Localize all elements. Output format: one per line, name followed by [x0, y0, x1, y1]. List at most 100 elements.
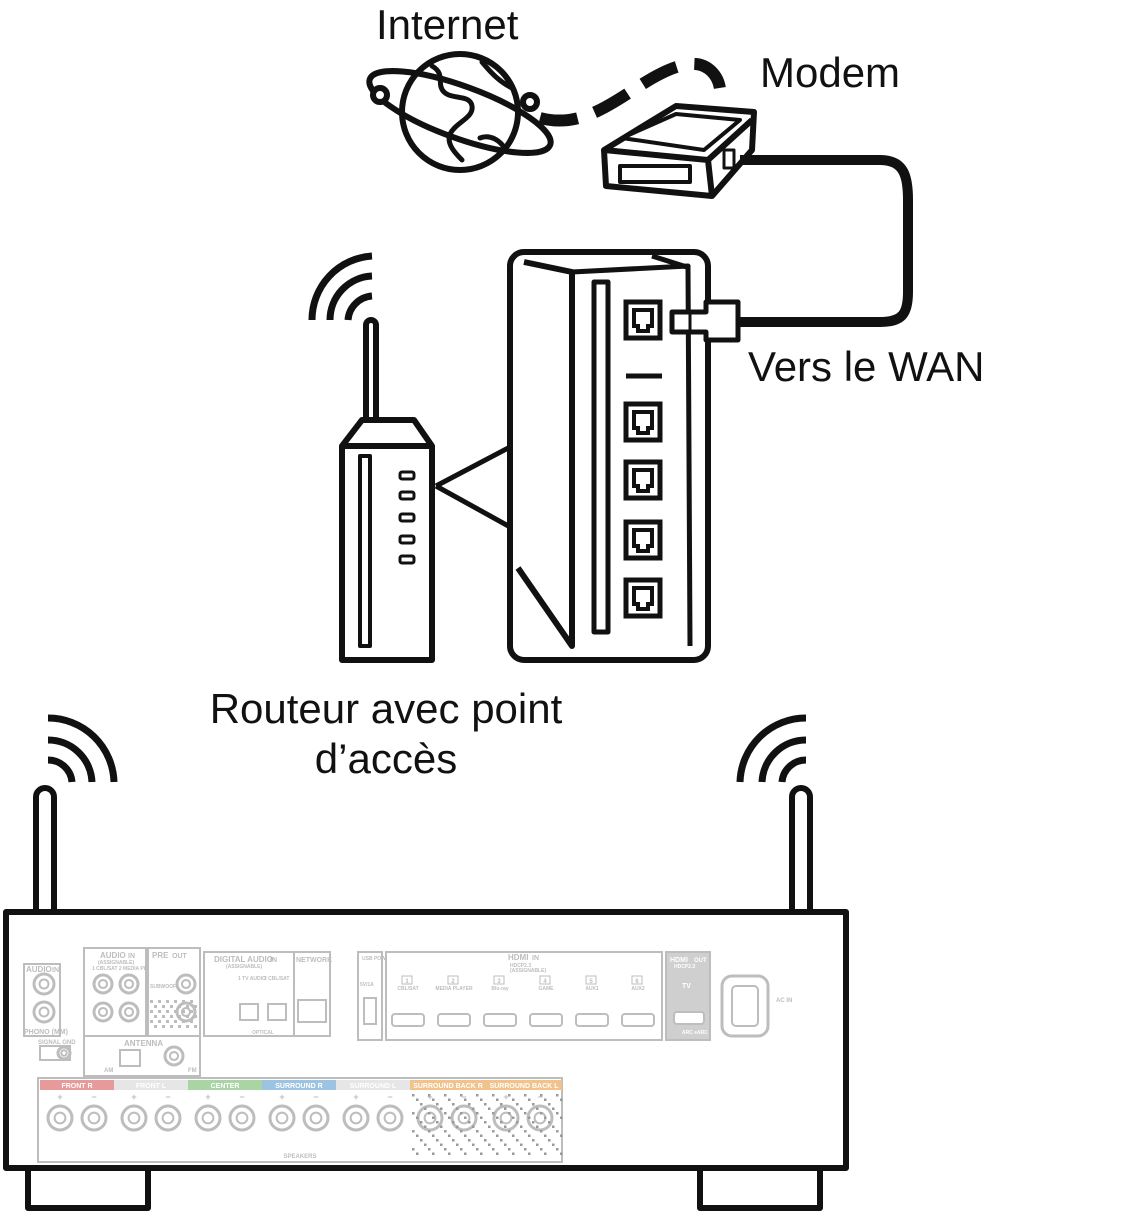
network-port	[297, 999, 327, 1023]
router-wifi-icon	[308, 252, 373, 321]
status-led	[398, 534, 416, 545]
speaker-group-label: FRONT R	[61, 1083, 92, 1090]
fm-jack	[163, 1045, 185, 1067]
usb-rating: 5V/1A	[360, 982, 374, 988]
hdmi-assignable: (ASSIGNABLE)	[510, 968, 546, 974]
speaker-group-label: SURROUND L	[350, 1083, 397, 1090]
hdmi-in-block	[385, 951, 663, 1041]
lan-port-icon	[623, 401, 663, 443]
hdcp-out-label: HDCP2.3	[674, 964, 695, 970]
minus-sign: −	[239, 1092, 244, 1102]
network-label: NETWORK	[296, 957, 332, 964]
network-block	[293, 951, 331, 1037]
hdmi-input-number-badge	[401, 975, 413, 985]
hdmi-input-number: 6	[635, 979, 639, 985]
plus-sign: +	[205, 1092, 210, 1102]
antenna-label: ANTENNA	[124, 1039, 163, 1048]
hdmi-input-port	[529, 1013, 563, 1027]
hdmi-out-label: HDMI	[670, 957, 688, 964]
audio-in-badge: IN	[128, 953, 135, 960]
hdmi-in-label: HDMI	[508, 953, 528, 962]
hdmi-input-port	[621, 1013, 655, 1027]
speaker-group-header	[486, 1080, 562, 1090]
pre-out-pattern	[150, 1000, 197, 1028]
audio-in-block	[83, 947, 147, 1037]
speaker-group-label: SURROUND BACK L	[490, 1083, 560, 1090]
audio-in-left-badge: IN	[52, 967, 59, 974]
audio1-l-jack	[92, 973, 114, 995]
speaker-group-header	[410, 1080, 486, 1090]
phono-l-jack	[32, 972, 56, 996]
speaker-group-header	[188, 1080, 262, 1090]
hdmi-input-label: Blu-ray	[491, 986, 508, 992]
speaker-terminal-minus	[154, 1104, 182, 1132]
speaker-terminal-plus	[120, 1104, 148, 1132]
arc-label: ARC eARC	[682, 1030, 708, 1036]
speaker-terminal-plus	[492, 1104, 520, 1132]
plus-sign: +	[353, 1092, 358, 1102]
audio2-l-jack	[118, 973, 140, 995]
hdmi-input-number: 3	[497, 979, 501, 985]
hdmi-out-port	[673, 1011, 705, 1025]
wan-port-icon	[623, 299, 663, 341]
speaker-terminal-plus	[46, 1104, 74, 1132]
speaker-group-header	[262, 1080, 336, 1090]
phono-r-jack	[32, 1000, 56, 1024]
router-lan-ports	[623, 299, 663, 619]
speaker-terminal-plus	[268, 1104, 296, 1132]
hdmi-input-number: 2	[451, 979, 455, 985]
router-label-line2: d’accès	[314, 735, 458, 782]
lan-port-icon	[623, 577, 663, 619]
hdmi-input-port	[575, 1013, 609, 1027]
hdmi-out-block	[665, 951, 711, 1041]
internet-modem-link	[538, 57, 727, 127]
plus-sign: +	[427, 1092, 432, 1102]
modem-label: Modem	[760, 49, 901, 96]
wan-label: Vers le WAN	[748, 343, 985, 390]
minus-sign: −	[165, 1092, 170, 1102]
speaker-terminal-plus	[342, 1104, 370, 1132]
hdmi-input-number: 1	[405, 979, 409, 985]
digital-assignable: (ASSIGNABLE)	[226, 964, 262, 970]
lan-port-icon	[623, 459, 663, 501]
minus-sign: −	[91, 1092, 96, 1102]
ac-in-inner	[731, 985, 759, 1027]
hdcp-in-label: HDCP2.3	[510, 963, 531, 969]
signal-gnd-label: SIGNAL GND	[38, 1040, 76, 1046]
speaker-group-header	[114, 1080, 188, 1090]
hdmi-input-port	[391, 1013, 425, 1027]
plus-sign: +	[279, 1092, 284, 1102]
hdmi-input-port	[483, 1013, 517, 1027]
speaker-group-label: SURROUND R	[275, 1083, 322, 1090]
optical-label: OPTICAL	[252, 1030, 274, 1036]
pre-out-badge: OUT	[172, 953, 188, 960]
hdmi-input-label: AUX2	[631, 986, 645, 992]
optical2-port	[267, 1003, 287, 1021]
modem-icon	[601, 103, 757, 199]
status-led	[398, 554, 416, 565]
hdmi-out-badge: OUT	[694, 958, 707, 964]
speaker-group-label: FRONT L	[136, 1083, 167, 1090]
internet-globe-icon	[366, 51, 554, 173]
audio-in-left-label: AUDIO	[26, 965, 52, 974]
internet-label: Internet	[376, 1, 519, 48]
hdmi-input-label: GAME	[539, 986, 555, 992]
phono-label: PHONO (MM)	[24, 1029, 68, 1036]
minus-sign: −	[387, 1092, 392, 1102]
speaker-group-label: SURROUND BACK R	[413, 1083, 483, 1090]
surround-back-pattern	[412, 1094, 563, 1155]
ac-in-label: AC IN	[776, 998, 792, 1004]
speaker-group-label: CENTER	[211, 1083, 240, 1090]
usb-port	[363, 997, 377, 1025]
speakers-label: SPEAKERS	[283, 1154, 316, 1160]
speaker-terminal-minus	[376, 1104, 404, 1132]
digital-audio-badge: IN	[270, 957, 277, 964]
signal-gnd-knob	[56, 1045, 72, 1061]
hdmi-input-number-badge	[631, 975, 643, 985]
ethernet-plug-icon	[669, 299, 741, 343]
subwoofer-label: SUBWOOFER	[150, 984, 183, 990]
audio-in-label: AUDIO	[100, 951, 126, 960]
minus-sign: −	[461, 1092, 466, 1102]
right-wifi-icon	[736, 714, 807, 783]
